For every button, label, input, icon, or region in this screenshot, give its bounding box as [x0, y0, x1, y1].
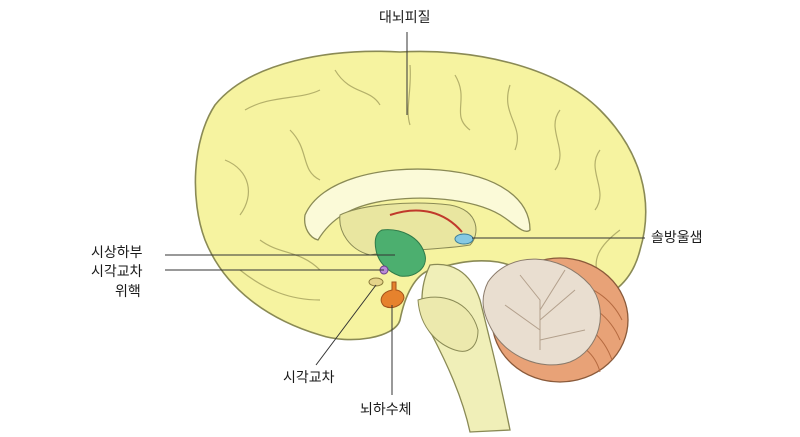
- label-cortex: 대뇌피질: [379, 10, 431, 26]
- vessel-line: [389, 209, 463, 233]
- pineal-gland: [454, 233, 474, 245]
- label-chiasm: 시각교차: [283, 370, 335, 386]
- gyri-folds: [224, 64, 621, 301]
- arbor-vitae: [482, 258, 601, 366]
- label-hypothalamus: 시상하부: [91, 245, 143, 261]
- label-scn-line2: 위핵: [115, 284, 141, 300]
- label-scn-line1: 시각교차: [91, 264, 143, 280]
- arbor-vitae-branches: [504, 269, 586, 350]
- corpus-callosum: [304, 168, 531, 241]
- leader-lines: [165, 32, 645, 395]
- pons: [417, 296, 479, 352]
- pituitary-gland: [380, 281, 405, 309]
- label-pituitary: 뇌하수체: [360, 402, 412, 418]
- optic-chiasm: [368, 277, 384, 287]
- hypothalamus-region: [374, 229, 426, 277]
- label-pineal: 솔방울샘: [651, 230, 703, 246]
- leader-chiasm: [315, 284, 377, 366]
